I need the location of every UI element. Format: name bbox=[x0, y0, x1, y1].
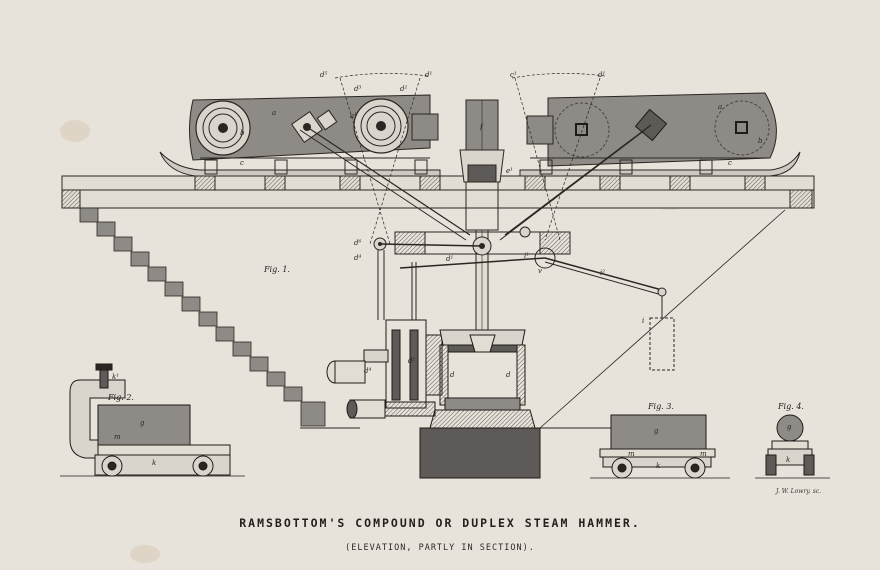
letter-k1: k¹ bbox=[112, 373, 120, 381]
letter-k: k bbox=[152, 459, 157, 467]
central-frame bbox=[373, 226, 675, 371]
figure-label-1: Fig. 1. bbox=[264, 265, 290, 274]
letter-d6: d⁶ bbox=[354, 239, 362, 247]
plate-subtitle: (ELEVATION, PARTLY IN SECTION). bbox=[345, 543, 535, 553]
letter-d: d bbox=[450, 371, 455, 379]
linkage-lines bbox=[299, 73, 652, 320]
letter-i: i bbox=[642, 317, 645, 325]
hammer-cylinder bbox=[419, 329, 541, 479]
steam-cylinder-column bbox=[459, 99, 505, 331]
letter-d1: d¹ bbox=[446, 255, 454, 263]
right-carriage bbox=[519, 151, 801, 177]
letter-d1: d¹ bbox=[598, 71, 606, 79]
letter-d2: d² bbox=[408, 357, 416, 365]
fig4-truck-end bbox=[755, 414, 830, 479]
letter-i1: i¹ bbox=[524, 252, 530, 260]
left-hammer-beam bbox=[189, 94, 439, 161]
plate-title: RAMSBOTTOM'S COMPOUND OR DUPLEX STEAM HA… bbox=[239, 516, 641, 530]
letter-d2: d² bbox=[400, 85, 408, 93]
letter-a: a bbox=[718, 103, 723, 111]
letter-m: m bbox=[628, 450, 635, 458]
letter-c: c bbox=[240, 159, 244, 167]
letter-b: b bbox=[240, 129, 245, 137]
letter-g: g bbox=[787, 423, 792, 431]
figure-label-3: Fig. 3. bbox=[648, 402, 674, 411]
fig3-truck bbox=[590, 414, 730, 479]
valve-chest bbox=[326, 319, 443, 419]
letter-g: g bbox=[140, 419, 145, 427]
letter-a: a bbox=[272, 109, 277, 117]
left-carriage bbox=[159, 151, 441, 177]
fig2-c-frame bbox=[60, 363, 245, 477]
letter-k: k bbox=[656, 462, 661, 470]
staircase bbox=[79, 207, 326, 427]
letter-i2: i² bbox=[600, 269, 606, 277]
figure-label-4: Fig. 4. bbox=[778, 402, 804, 411]
foxing-stain bbox=[60, 120, 90, 142]
letter-d: d bbox=[506, 371, 511, 379]
letter-a1: a¹ bbox=[350, 112, 357, 120]
letter-g: g bbox=[654, 427, 659, 435]
letter-e1: e¹ bbox=[506, 167, 513, 175]
brace-line bbox=[539, 209, 786, 429]
letter-d3: d³ bbox=[354, 85, 362, 93]
upper-floor-beam bbox=[61, 175, 815, 209]
letter-d4: d⁴ bbox=[354, 254, 362, 262]
letter-d1: d¹ bbox=[425, 71, 433, 79]
letter-v: v bbox=[538, 267, 542, 275]
letter-d5: d⁵ bbox=[320, 71, 328, 79]
letter-k: k bbox=[786, 456, 791, 464]
letter-m: m bbox=[114, 433, 121, 441]
letter-m: m bbox=[700, 450, 707, 458]
figure-label-2: Fig. 2. bbox=[108, 393, 134, 402]
engraver-signature: J. W. Lowry. sc. bbox=[776, 488, 822, 495]
letter-c: c bbox=[728, 159, 732, 167]
foxing-stain bbox=[130, 545, 160, 563]
letter-b: b bbox=[758, 137, 763, 145]
letter-c1: c¹ bbox=[510, 71, 517, 79]
letter-d4: d⁴ bbox=[364, 367, 372, 375]
right-hammer-beam bbox=[526, 92, 777, 167]
letter-f: f bbox=[480, 123, 483, 131]
